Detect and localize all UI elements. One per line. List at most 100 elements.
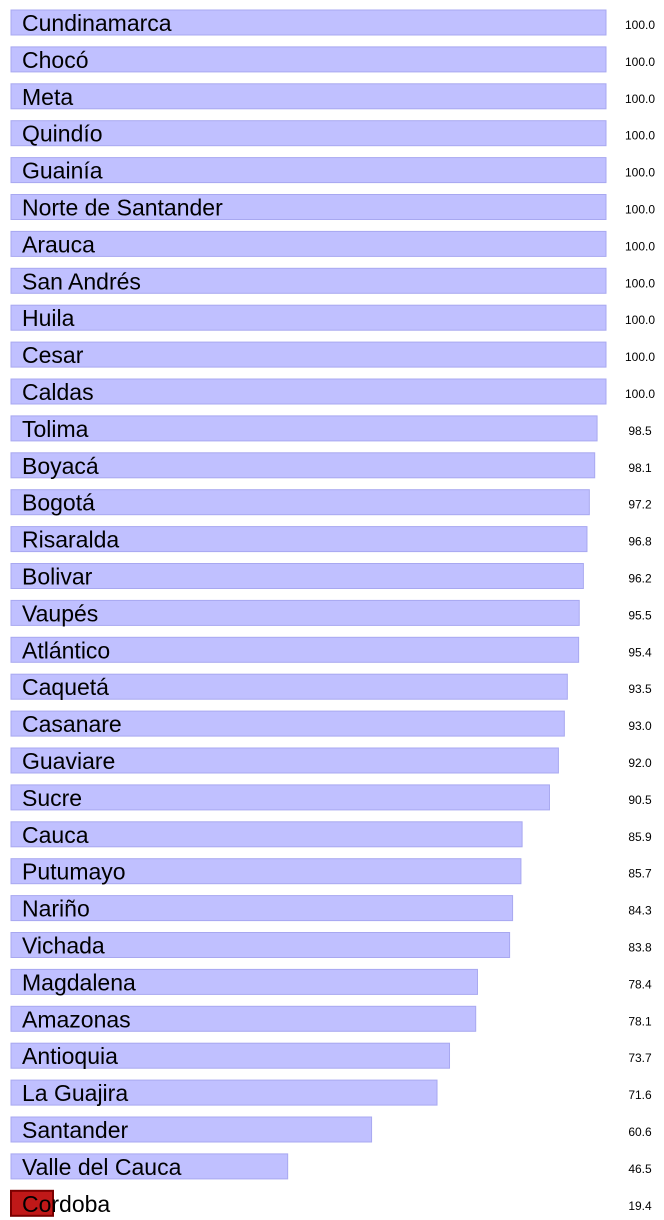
category-label-norte-de-santander: Norte de Santander [22, 195, 223, 221]
bar-atlantico [10, 636, 580, 663]
category-label-vichada: Vichada [22, 933, 105, 959]
category-label-caldas: Caldas [22, 379, 94, 405]
category-labels-layer: CundinamarcaChocóMetaQuindíoGuainíaNorte… [22, 10, 223, 1217]
bar-caqueta [10, 673, 568, 700]
bar-huila [10, 304, 607, 331]
category-label-santander: Santander [22, 1117, 128, 1143]
bar-tolima [10, 415, 598, 442]
category-label-cordoba: Cordoba [22, 1191, 110, 1217]
bar-arauca [10, 230, 607, 257]
value-label-casanare: 93.0 [628, 719, 652, 733]
bar-la-guajira [10, 1079, 438, 1106]
bar-putumayo [10, 858, 522, 885]
bar-cesar [10, 341, 607, 368]
category-label-putumayo: Putumayo [22, 859, 126, 885]
category-label-guaviare: Guaviare [22, 748, 115, 774]
value-label-boyaca: 98.1 [628, 461, 652, 475]
value-label-vichada: 83.8 [628, 941, 652, 955]
category-label-boyaca: Boyacá [22, 453, 99, 479]
value-label-magdalena: 78.4 [628, 977, 652, 991]
category-label-vaupes: Vaupés [22, 600, 98, 626]
category-label-risaralda: Risaralda [22, 527, 119, 553]
bar-antioquia [10, 1042, 451, 1069]
bar-narino [10, 895, 514, 922]
category-label-bogota: Bogotá [22, 490, 95, 516]
bar-norte-de-santander [10, 194, 607, 220]
category-label-casanare: Casanare [22, 711, 122, 737]
value-label-quindio: 100.0 [625, 129, 655, 143]
bar-santander [10, 1116, 373, 1143]
category-label-bolivar: Bolivar [22, 564, 93, 590]
category-label-choco: Chocó [22, 47, 88, 73]
category-label-huila: Huila [22, 305, 75, 331]
bar-bolivar [10, 563, 584, 589]
bar-risaralda [10, 526, 588, 553]
value-label-guaviare: 92.0 [628, 756, 652, 770]
value-label-bogota: 97.2 [628, 498, 652, 512]
category-label-antioquia: Antioquia [22, 1043, 118, 1069]
category-label-cesar: Cesar [22, 342, 84, 368]
value-label-caqueta: 93.5 [628, 682, 652, 696]
bar-vichada [10, 932, 511, 958]
category-label-la-guajira: La Guajira [22, 1080, 128, 1106]
category-label-tolima: Tolima [22, 416, 89, 442]
value-label-bolivar: 96.2 [628, 572, 652, 586]
bar-guaviare [10, 747, 559, 774]
category-label-cauca: Cauca [22, 822, 89, 848]
bar-quindio [10, 120, 607, 147]
bar-boyaca [10, 452, 596, 479]
bar-magdalena [10, 968, 478, 995]
value-label-guainia: 100.0 [625, 166, 655, 180]
bar-casanare [10, 710, 565, 737]
value-label-cesar: 100.0 [625, 350, 655, 364]
bar-guainia [10, 157, 607, 184]
bar-amazonas [10, 1005, 477, 1032]
category-label-meta: Meta [22, 84, 73, 110]
bar-cordoba [10, 1189, 54, 1217]
bar-valle-del-cauca [10, 1153, 289, 1180]
value-label-meta: 100.0 [625, 92, 655, 106]
bars-layer [10, 9, 607, 1217]
value-label-sucre: 90.5 [628, 793, 652, 807]
bar-choco [10, 46, 607, 73]
category-label-narino: Nariño [22, 896, 90, 922]
value-label-amazonas: 78.1 [628, 1014, 652, 1028]
value-label-antioquia: 73.7 [628, 1051, 652, 1065]
value-label-valle-del-cauca: 46.5 [628, 1162, 652, 1176]
value-label-santander: 60.6 [628, 1125, 652, 1139]
value-label-atlantico: 95.4 [628, 645, 652, 659]
value-label-caldas: 100.0 [625, 387, 655, 401]
value-label-cundinamarca: 100.0 [625, 18, 655, 32]
value-label-cordoba: 19.4 [628, 1199, 652, 1213]
value-label-arauca: 100.0 [625, 239, 655, 253]
value-label-risaralda: 96.8 [628, 535, 652, 549]
bar-cundinamarca [10, 9, 607, 36]
value-label-cauca: 85.9 [628, 830, 652, 844]
value-label-putumayo: 85.7 [628, 867, 652, 881]
category-label-cundinamarca: Cundinamarca [22, 10, 172, 36]
value-label-norte-de-santander: 100.0 [625, 203, 655, 217]
category-label-guainia: Guainía [22, 158, 103, 184]
bar-cauca [10, 821, 523, 848]
value-label-huila: 100.0 [625, 313, 655, 327]
bar-caldas [10, 378, 607, 405]
value-labels-layer: 100.0 100.0 100.0 100.0 100.0 100.0 100.0 100.0… [625, 18, 655, 1213]
value-label-vaupes: 95.5 [628, 608, 652, 622]
value-label-narino: 84.3 [628, 904, 652, 918]
value-label-la-guajira: 71.6 [628, 1088, 652, 1102]
bar-sucre [10, 784, 550, 811]
category-label-atlantico: Atlántico [22, 637, 110, 663]
bar-vaupes [10, 599, 580, 626]
value-label-tolima: 98.5 [628, 424, 652, 438]
category-label-quindio: Quindío [22, 121, 103, 147]
bar-san-andres [10, 267, 607, 294]
bar-meta [10, 83, 607, 110]
category-label-sucre: Sucre [22, 785, 82, 811]
category-label-amazonas: Amazonas [22, 1006, 131, 1032]
category-label-arauca: Arauca [22, 231, 95, 257]
category-label-san-andres: San Andrés [22, 268, 141, 294]
category-label-magdalena: Magdalena [22, 969, 136, 995]
category-label-valle-del-cauca: Valle del Cauca [22, 1154, 182, 1180]
value-label-san-andres: 100.0 [625, 276, 655, 290]
